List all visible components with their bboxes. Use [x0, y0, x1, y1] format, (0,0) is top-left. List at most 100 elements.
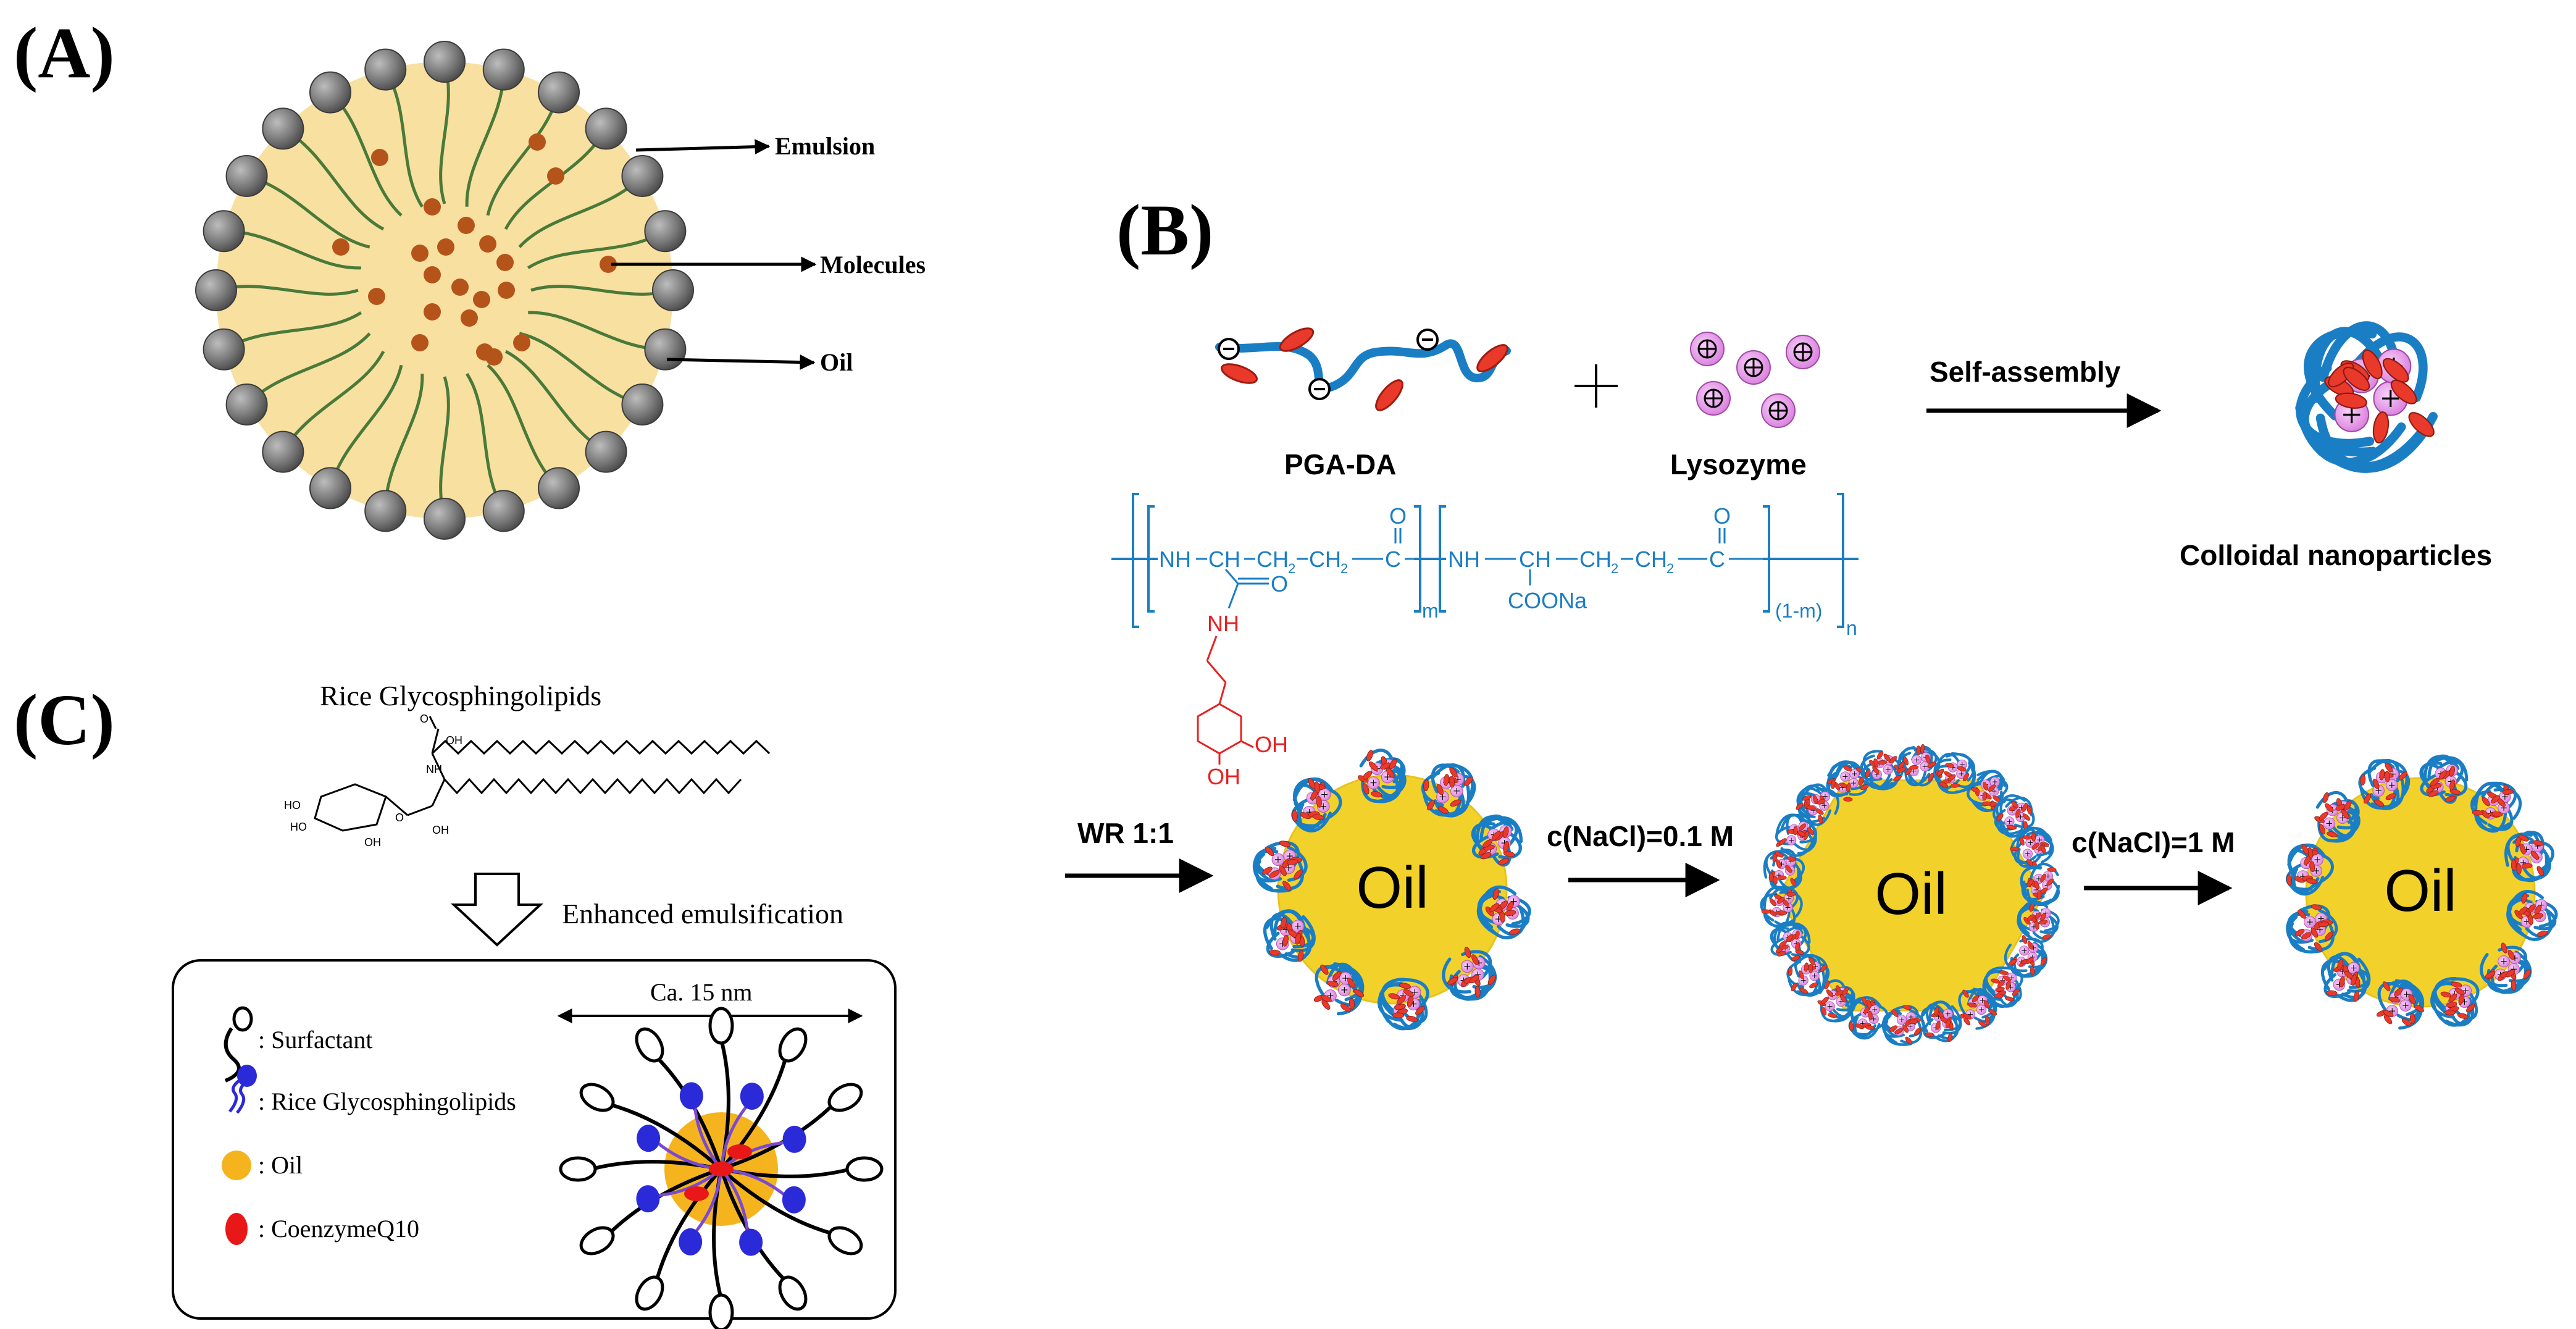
surfactant-icon [224, 1006, 253, 1083]
micelle [559, 1007, 884, 1329]
dopamine-ellipse [1821, 1007, 1827, 1016]
dopamine-ellipse [1498, 858, 1510, 865]
dopamine-ellipse [2309, 861, 2315, 873]
dopamine-ellipse [1807, 827, 1814, 836]
dopamine-ellipse [2353, 991, 2359, 1002]
dopamine-ellipse [2306, 878, 2317, 884]
dopamine-ellipse [2031, 842, 2039, 850]
molecule-dot [411, 334, 429, 351]
polymer-loop [2017, 906, 2033, 939]
chem-o: O [1389, 503, 1407, 529]
dopamine-ellipse [1983, 1000, 1990, 1008]
adsorbed-colloid [2504, 831, 2554, 883]
polymer-loop [1928, 1000, 1954, 1021]
glycosphingolipid-tail [692, 1168, 723, 1236]
polymer-loop [2480, 953, 2508, 987]
dopamine-ellipse [2389, 997, 2400, 1003]
polymer-loop [2429, 756, 2469, 782]
dopamine-ellipse [2485, 971, 2495, 979]
polymer-loop [1781, 861, 1802, 891]
dopamine-ellipse [2008, 958, 2017, 965]
glycosphingolipid-head [636, 1185, 660, 1213]
dopamine-ellipse [2516, 863, 2522, 874]
colloid-particle [2009, 826, 2054, 870]
polymer-loop [1780, 836, 1815, 857]
colloid-particle [1471, 814, 1523, 867]
polymer-loop [1481, 816, 1523, 844]
dopamine-ellipse [1950, 783, 1960, 788]
adsorbed-colloid [2286, 904, 2338, 954]
adsorbed-colloid [2321, 952, 2371, 1002]
dopamine-ellipse [2536, 866, 2545, 876]
chem-sub2: 2 [1340, 561, 1348, 576]
dopamine-ellipse [1464, 946, 1471, 958]
oil-label: Oil [2384, 858, 2456, 924]
dopamine-ellipse [2444, 795, 2456, 803]
polymer-loop [1293, 783, 1320, 813]
polymer-loop [1908, 768, 1927, 787]
polymer-loop [2475, 808, 2507, 833]
dopamine-ellipse [2042, 934, 2052, 940]
dopamine-ellipse [1786, 892, 1796, 897]
adsorbed-colloid [2419, 754, 2469, 804]
dopamine-ellipse [1279, 327, 1315, 352]
colloid-particle [1796, 783, 1839, 826]
mol-nh: NH [426, 763, 442, 776]
dopamine-ellipse [1282, 934, 1289, 947]
surfactant-head [309, 467, 351, 509]
enhanced-label: Enhanced emulsification [562, 898, 843, 929]
surfactant-head [644, 210, 687, 253]
dopamine-ellipse [1489, 903, 1500, 912]
polymer-loop [2474, 782, 2506, 808]
molecule-dot [424, 266, 441, 283]
dopamine-ellipse [2372, 778, 2380, 789]
dopamine-ellipse [2401, 1018, 2412, 1026]
dopamine-ellipse [1802, 795, 1812, 801]
polymer-loop [1379, 983, 1405, 1017]
dopamine-ellipse [2511, 859, 2517, 871]
dopamine-ellipse [2383, 1010, 2394, 1017]
polymer-loop [2017, 848, 2041, 868]
dopamine-ellipse [1791, 983, 1797, 991]
colloid-particle [1957, 987, 1997, 1030]
dopamine-ellipse [2030, 966, 2035, 976]
dopamine-ellipse [2379, 769, 2385, 781]
lysozyme-sphere [1761, 393, 1796, 428]
polymer-loop [1298, 806, 1327, 831]
adsorbed-colloid [2470, 781, 2522, 833]
colloid-particle [2430, 977, 2480, 1027]
surfactant-head [225, 155, 268, 197]
dopamine-ellipse [1308, 778, 1316, 789]
dopamine-ellipse [1978, 1020, 1987, 1027]
dopamine-ellipse [2511, 979, 2517, 991]
chem-nh-red: NH [1207, 611, 1239, 636]
surfactant-head [708, 1293, 734, 1329]
polymer-loop [1854, 1018, 1877, 1038]
lysozyme-sphere [1786, 335, 1820, 369]
polymer-loop [2286, 915, 2314, 944]
dopamine-ellipse [1436, 784, 1444, 795]
surfactant-heads [195, 41, 694, 540]
dopamine-ellipse [1292, 810, 1298, 822]
dopamine-ellipse [2385, 762, 2393, 773]
polymer-loop [2295, 403, 2406, 467]
glycosphingolipid-head [740, 1083, 764, 1110]
benzene-ring [1197, 703, 1242, 755]
dopamine-ellipse [1788, 966, 1793, 976]
polymer-loop [1784, 926, 1807, 947]
dopamine-ellipse [1375, 379, 1403, 411]
oil-droplet-1: Oil [1252, 748, 1531, 1031]
chem-bond [385, 795, 408, 816]
polymer-loop [1925, 1003, 1946, 1026]
wr-label: WR 1:1 [1077, 817, 1174, 849]
dopamine-ellipse [2382, 981, 2391, 991]
polymer-loop [1273, 909, 1305, 934]
legend-item-oil: : Oil [222, 1151, 303, 1180]
dopamine-ellipse [1842, 987, 1849, 996]
colloidal-nanoparticle [2295, 321, 2438, 473]
dopamine-ellipse [1925, 754, 1931, 764]
colloid-particle [1920, 1000, 1962, 1042]
surfactant-head [364, 48, 407, 91]
surfactant-head [424, 41, 466, 83]
down-arrow-icon [450, 873, 544, 947]
